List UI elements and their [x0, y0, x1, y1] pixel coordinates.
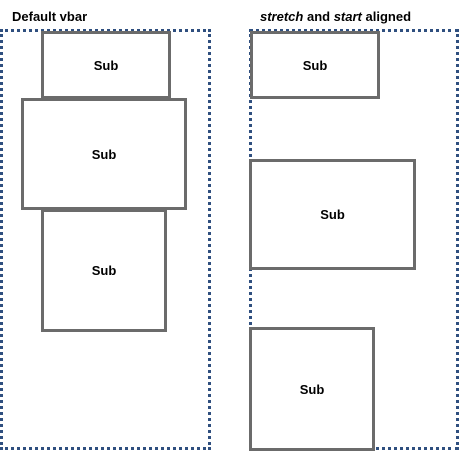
- stretch-sub-2-label: Sub: [320, 207, 345, 222]
- default-vbar-container: [0, 29, 211, 450]
- default-sub-3: Sub: [41, 209, 167, 332]
- stretch-sub-1-label: Sub: [302, 57, 328, 73]
- default-sub-1-label: Sub: [93, 57, 119, 73]
- stretch-sub-2: Sub: [249, 159, 416, 270]
- title-aligned: aligned: [361, 9, 412, 24]
- stretch-start-title: stretch and start aligned: [260, 9, 411, 24]
- stretch-sub-3-label: Sub: [299, 381, 325, 397]
- default-vbar-title: Default vbar: [12, 9, 87, 24]
- default-sub-1: Sub: [41, 31, 171, 99]
- default-sub-2-label: Sub: [91, 146, 117, 162]
- default-vbar-title-text: Default vbar: [12, 9, 88, 24]
- default-sub-3-label: Sub: [91, 263, 117, 278]
- stretch-sub-1: Sub: [250, 31, 380, 99]
- title-and: and: [303, 9, 334, 24]
- start-word: start: [333, 9, 362, 24]
- stretch-word: stretch: [260, 9, 304, 24]
- default-sub-2: Sub: [21, 98, 187, 210]
- stretch-sub-3: Sub: [249, 327, 375, 451]
